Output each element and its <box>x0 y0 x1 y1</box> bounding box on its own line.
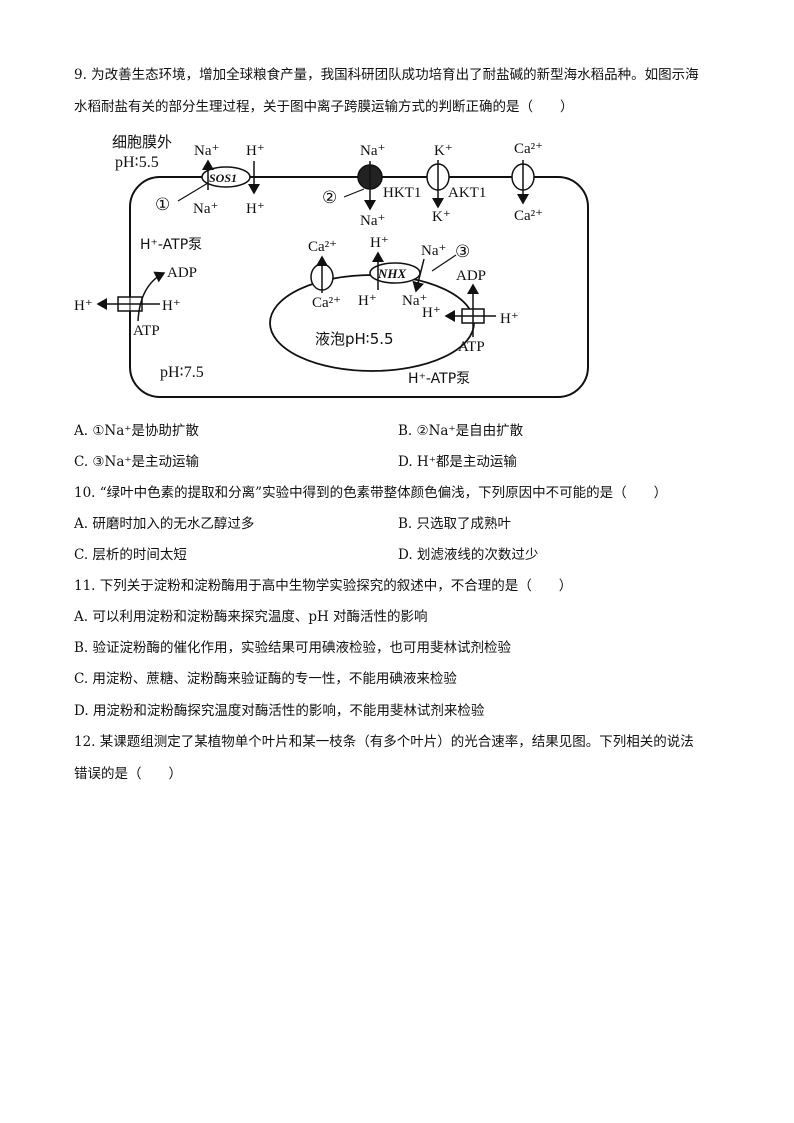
pump-left-adp: ADP <box>167 265 197 281</box>
vacuole <box>269 274 475 372</box>
hkt1-na-in: Na⁺ <box>360 213 385 229</box>
circle-2: ② <box>322 188 337 207</box>
pump-vac-adp: ADP <box>456 268 486 284</box>
sos1-transporter <box>201 166 251 188</box>
circle-3: ③ <box>455 242 470 261</box>
q9-stem-line2: 水稻耐盐有关的部分生理过程，关于图中离子跨膜运输方式的判断正确的是（ ） <box>74 99 574 115</box>
sos1-label: SOS1 <box>209 171 237 185</box>
q10-option-b: B. 只选取了成熟叶 <box>398 516 512 532</box>
pump-left-h-in: H⁺ <box>162 298 181 314</box>
hkt1-na-out: Na⁺ <box>360 143 385 159</box>
pump-vac-atp: ATP <box>458 339 485 355</box>
hkt1-label: HKT1 <box>383 185 421 201</box>
circle3-pointer <box>431 254 457 272</box>
inside-ph: pH∶7.5 <box>160 364 204 381</box>
nhx-na-top: Na⁺ <box>421 243 446 259</box>
q9-option-d: D. H⁺都是主动运输 <box>398 454 517 470</box>
vac-ca-bottom: Ca²⁺ <box>312 295 341 311</box>
sos1-na-out: Na⁺ <box>194 143 219 159</box>
sos1-na-in: Na⁺ <box>193 201 218 217</box>
pump-left-atp-arrow <box>137 271 166 322</box>
pump-vac-h-out: H⁺ <box>500 311 519 327</box>
sos1-h-in: H⁺ <box>246 201 265 217</box>
q10-option-a: A. 研磨时加入的无水乙醇过多 <box>74 516 255 532</box>
ca-in: Ca²⁺ <box>514 208 543 224</box>
pump-left-h-out: H⁺ <box>74 298 93 314</box>
q10-option-d: D. 划滤液线的次数过少 <box>398 547 539 563</box>
q11-option-c: C. 用淀粉、蔗糖、淀粉酶来验证酶的专一性，不能用碘液来检验 <box>74 671 457 687</box>
akt1-k-in: K⁺ <box>432 209 451 225</box>
outside-ph: pH∶5.5 <box>115 154 159 171</box>
vac-ca-top: Ca²⁺ <box>308 239 337 255</box>
q9-stem-line1: 9. 为改善生态环境，增加全球粮食产量，我国科研团队成功培育出了耐盐碱的新型海水… <box>74 67 699 83</box>
q12-stem-line2: 错误的是（ ） <box>74 766 182 782</box>
circle-1: ① <box>155 195 170 214</box>
q11-option-b: B. 验证淀粉酶的催化作用，实验结果可用碘液检验，也可用斐林试剂检验 <box>74 640 512 656</box>
q11-option-d: D. 用淀粉和淀粉酶探究温度对酶活性的影响，不能用斐林试剂来检验 <box>74 703 485 719</box>
q11-stem: 11. 下列关于淀粉和淀粉酶用于高中生物学实验探究的叙述中，不合理的是（ ） <box>74 578 573 594</box>
outside-label: 细胞膜外 <box>112 133 172 151</box>
pump-left-label: H⁺-ATP泵 <box>140 237 202 253</box>
q12-stem-line1: 12. 某课题组测定了某植物单个叶片和某一枝条（有多个叶片）的光合速率，结果见图… <box>74 734 694 750</box>
q9-option-c: C. ③Na⁺是主动运输 <box>74 454 200 470</box>
nhx-na-arrow <box>412 258 425 293</box>
q9-option-a: A. ①Na⁺是协助扩散 <box>74 423 199 439</box>
q10-stem: 10. “绿叶中色素的提取和分离”实验中得到的色素带整体颜色偏浅，下列原因中不可… <box>74 485 668 501</box>
q11-option-a: A. 可以利用淀粉和淀粉酶来探究温度、pH 对酶活性的影响 <box>74 609 428 625</box>
q9-option-b: B. ②Na⁺是自由扩散 <box>398 423 524 439</box>
vacuole-label: 液泡pH∶5.5 <box>315 330 394 348</box>
pump-vac-h-in: H⁺ <box>422 305 441 321</box>
nhx-na-bottom: Na⁺ <box>402 293 427 309</box>
q10-option-c: C. 层析的时间太短 <box>74 547 187 563</box>
akt1-k-out: K⁺ <box>434 143 453 159</box>
ca-out: Ca²⁺ <box>514 141 543 157</box>
nhx-label: NHX <box>377 266 407 281</box>
circle1-pointer <box>177 182 209 202</box>
sos1-h-out: H⁺ <box>246 143 265 159</box>
nhx-h-top: H⁺ <box>370 235 389 251</box>
nhx-h-bottom: H⁺ <box>358 293 377 309</box>
akt1-label: AKT1 <box>448 185 486 201</box>
circle2-pointer <box>343 188 365 198</box>
pump-left-atp: ATP <box>133 323 160 339</box>
pump-bottom-label: H⁺-ATP泵 <box>408 371 470 387</box>
ion-transport-diagram: 细胞膜外 pH∶5.5 SOS1 Na⁺ H⁺ Na⁺ H⁺ ① Na⁺ Na⁺… <box>74 133 589 398</box>
